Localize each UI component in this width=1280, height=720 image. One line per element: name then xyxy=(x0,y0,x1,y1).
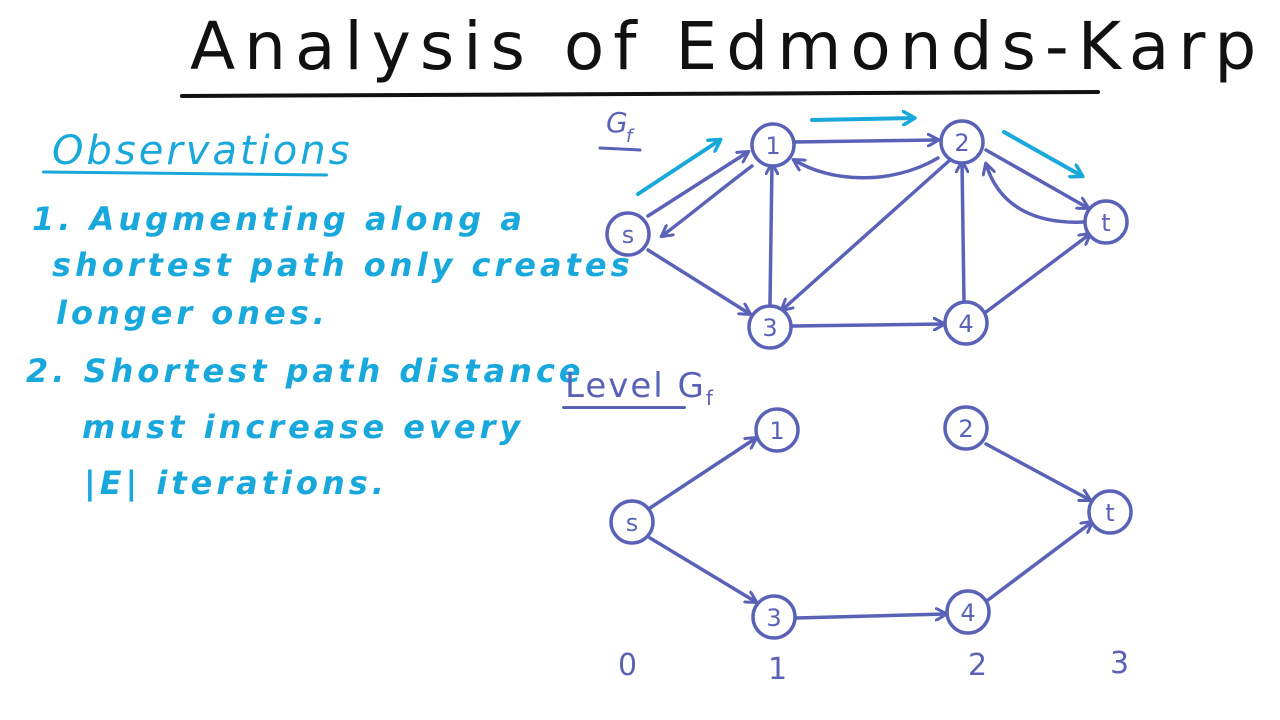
level-graph-label-text: Level G xyxy=(565,366,706,406)
svg-text:t: t xyxy=(1105,499,1114,527)
observation-1-line-2: shortest path only creates xyxy=(52,246,634,284)
residual-node-3: 3 xyxy=(747,304,793,350)
level-edge-s-3 xyxy=(648,536,756,602)
edge-3-4 xyxy=(790,324,944,326)
observation-1-line-3: longer ones. xyxy=(56,294,329,332)
level-graph-nodes: s 1 2 3 4 t xyxy=(609,405,1133,640)
augment-arrow-1-2 xyxy=(810,118,914,120)
level-graph-label-sub: f xyxy=(705,385,715,410)
level-node-1: 1 xyxy=(754,407,800,453)
residual-node-t: t xyxy=(1083,199,1129,245)
level-graph-edges xyxy=(648,438,1092,618)
level-node-4: 4 xyxy=(945,589,991,635)
augment-arrow-s-1 xyxy=(636,140,720,196)
level-edge-s-1 xyxy=(648,438,756,510)
observation-2-line-3: |E| iterations. xyxy=(84,464,388,502)
edge-2-3 xyxy=(782,158,952,310)
svg-text:3: 3 xyxy=(762,314,777,342)
slide-title: Analysis of Edmonds-Karp xyxy=(190,8,1266,85)
edge-1-2 xyxy=(792,140,938,142)
level-node-3: 3 xyxy=(751,594,797,640)
observation-2-line-1: 2. Shortest path distance xyxy=(26,352,585,390)
level-edge-2-t xyxy=(984,442,1090,500)
residual-node-4: 4 xyxy=(943,300,989,346)
edge-2-t xyxy=(984,148,1088,208)
svg-text:1: 1 xyxy=(769,417,784,445)
level-edge-4-t xyxy=(986,522,1092,602)
edge-s-3 xyxy=(646,248,750,314)
residual-graph-label-underline xyxy=(598,146,642,152)
residual-graph-nodes: s 1 2 3 4 t xyxy=(605,119,1129,350)
augment-arrow-2-t xyxy=(1002,130,1082,176)
svg-text:3: 3 xyxy=(766,604,781,632)
residual-graph-label: G f xyxy=(598,106,642,152)
residual-node-1: 1 xyxy=(750,122,796,168)
edge-s-1 xyxy=(646,152,748,218)
svg-text:4: 4 xyxy=(960,599,975,627)
observation-2-line-2: must increase every xyxy=(82,408,525,446)
svg-text:1: 1 xyxy=(765,132,780,160)
edge-4-2 xyxy=(962,162,964,304)
residual-graph-label-text: G xyxy=(606,106,628,139)
level-number-0: 0 xyxy=(618,648,638,683)
residual-node-s: s xyxy=(605,211,651,257)
svg-text:t: t xyxy=(1101,209,1110,237)
svg-text:s: s xyxy=(622,221,635,249)
edge-2-1-residual xyxy=(794,156,940,180)
svg-text:4: 4 xyxy=(958,310,973,338)
edge-t-2-residual xyxy=(986,164,1086,224)
svg-text:2: 2 xyxy=(954,129,969,157)
edge-4-t xyxy=(984,234,1090,314)
level-graph-label: Level Gf xyxy=(565,366,715,410)
residual-graph-label-sub: f xyxy=(626,126,635,147)
residual-graph-edges xyxy=(646,140,1090,326)
level-node-s: s xyxy=(609,499,655,545)
level-edge-3-4 xyxy=(794,614,946,618)
augmenting-path-arrows xyxy=(636,118,1082,196)
edge-1-s-residual xyxy=(662,164,754,236)
level-graph-label-underline xyxy=(562,406,686,409)
observations-heading: Observations xyxy=(52,128,353,174)
edge-3-1 xyxy=(770,164,772,306)
level-node-t: t xyxy=(1087,489,1133,535)
level-number-1: 1 xyxy=(768,652,788,687)
svg-text:2: 2 xyxy=(958,415,973,443)
svg-text:s: s xyxy=(626,509,639,537)
level-node-2: 2 xyxy=(943,405,989,451)
observation-1-line-1: 1. Augmenting along a xyxy=(32,200,526,238)
level-number-3: 3 xyxy=(1110,646,1130,681)
residual-node-2: 2 xyxy=(939,119,985,165)
level-number-2: 2 xyxy=(968,648,988,683)
